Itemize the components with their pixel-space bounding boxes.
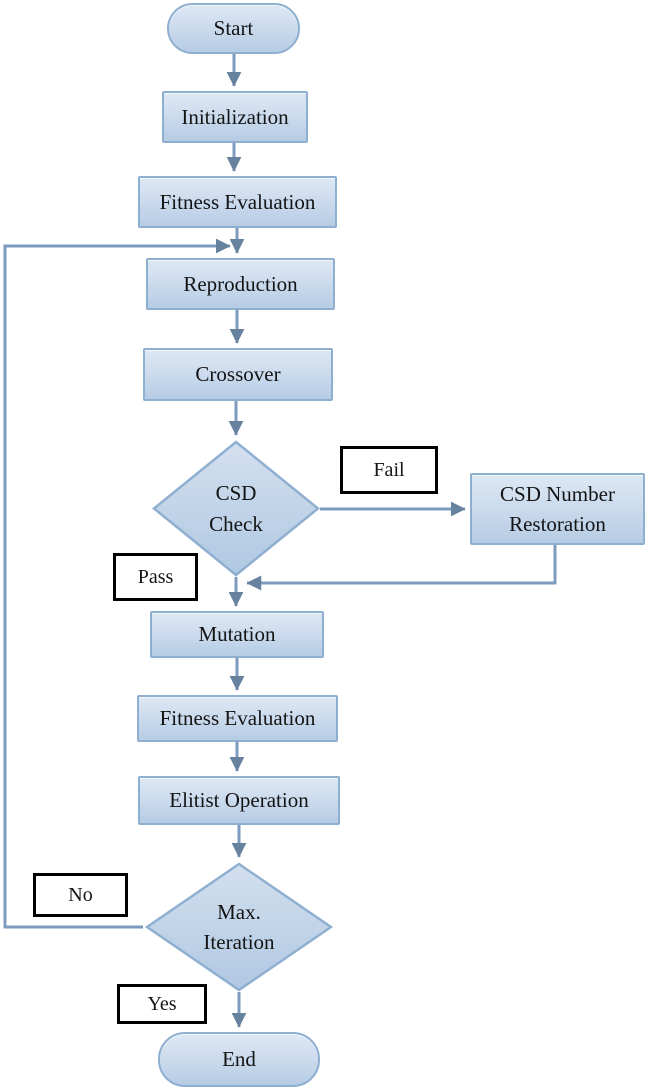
node-crossover: Crossover [143,348,333,401]
node-reproduction-label: Reproduction [183,271,298,296]
edge-label-yes-text: Yes [147,992,177,1015]
max-iteration-line1: Max. [217,899,261,924]
node-crossover-label: Crossover [195,362,281,386]
node-fitness-evaluation-1-label: Fitness Evaluation [159,189,316,214]
edge-maxiteration-no-loopback [3,238,231,929]
node-fitness-evaluation-1: Fitness Evaluation [138,176,337,228]
csd-check-line2: Check [209,511,263,536]
node-mutation-label: Mutation [198,622,276,646]
node-reproduction: Reproduction [146,258,335,310]
node-initialization-label: Initialization [181,104,289,129]
csd-check-diamond-shape [152,440,320,577]
node-mutation: Mutation [150,611,324,658]
node-elitist-operation-label: Elitist Operation [169,788,309,812]
node-end-label: End [222,1047,256,1071]
edge-label-pass-text: Pass [137,565,174,588]
max-iteration-line2: Iteration [203,930,275,954]
node-start-label: Start [213,16,254,40]
node-end: End [158,1032,320,1087]
edge-label-no-text: No [68,883,93,906]
node-elitist-operation: Elitist Operation [138,776,340,825]
node-initialization: Initialization [162,91,308,143]
csd-number-restoration-line1: CSD Number [500,481,615,506]
node-fitness-evaluation-2: Fitness Evaluation [137,695,338,742]
csd-check-line1: CSD [215,481,257,506]
node-csd-number-restoration: CSD Number Restoration [470,473,645,545]
max-iteration-diamond-shape [145,862,333,992]
node-start: Start [167,3,300,54]
edge-label-no: No [33,873,128,917]
node-max-iteration-text: Max. Iteration [145,862,333,992]
edge-label-fail-text: Fail [373,458,405,481]
node-max-iteration: Max. Iteration [145,862,333,992]
edge-label-pass: Pass [113,553,198,601]
csd-number-restoration-line2: Restoration [509,512,606,536]
edge-restoration-return [246,545,557,591]
edge-label-yes: Yes [117,984,207,1024]
node-csd-check: CSD Check [152,440,320,577]
node-csd-check-text: CSD Check [152,440,320,577]
edge-label-fail: Fail [340,446,438,494]
node-fitness-evaluation-2-label: Fitness Evaluation [159,706,316,730]
